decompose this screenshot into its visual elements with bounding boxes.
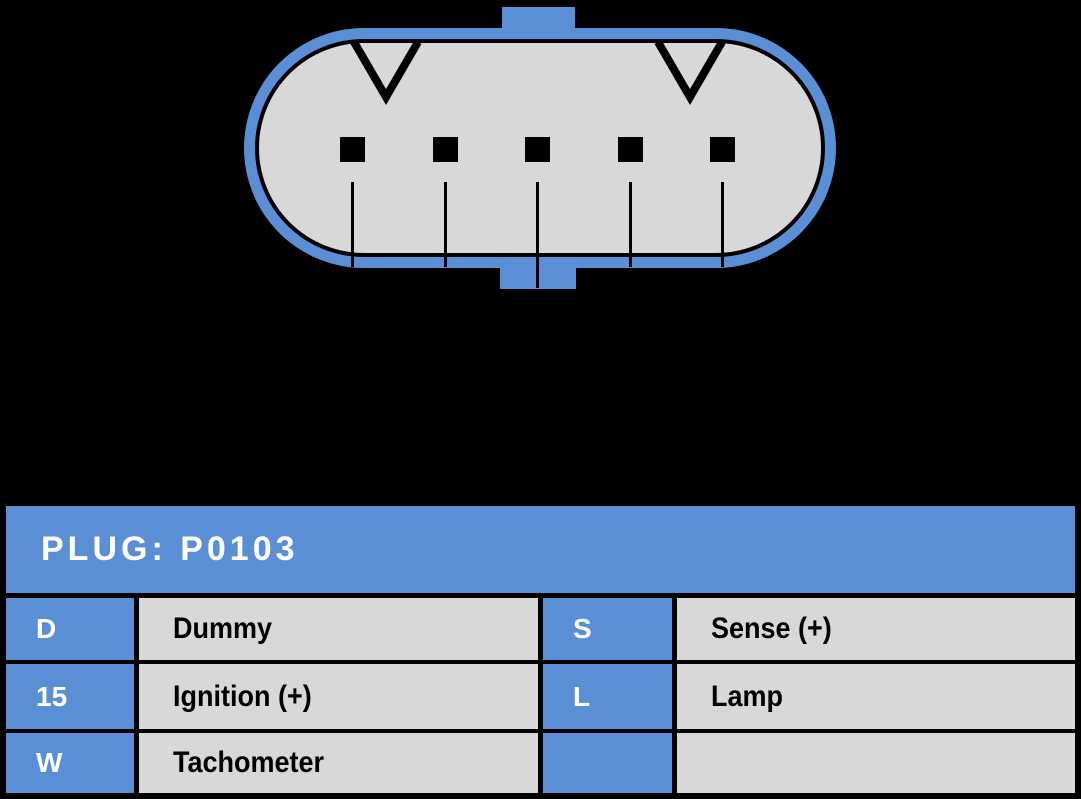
plug-table-body: D Dummy S Sense (+) 15 Ignition (+) bbox=[6, 598, 1075, 793]
pin-value-label: Dummy bbox=[173, 612, 273, 645]
pin-key-cell bbox=[543, 733, 672, 793]
pin-key-label: W bbox=[36, 747, 63, 778]
plug-pinout-table: PLUG: P0103 D Dummy S Sense (+) 15 bbox=[0, 500, 1081, 799]
pin-square bbox=[617, 137, 643, 162]
pin-square bbox=[432, 137, 458, 162]
pin-value-cell: Dummy bbox=[139, 598, 538, 660]
pin-key-cell: D bbox=[6, 598, 134, 660]
pin-wire bbox=[628, 182, 632, 267]
pin-wire bbox=[443, 182, 447, 267]
pin-value-cell bbox=[677, 733, 1075, 793]
pin-key-label: 15 bbox=[36, 680, 68, 712]
pin-square bbox=[525, 137, 550, 162]
pin-value-label: Lamp bbox=[711, 679, 784, 713]
pin-key-cell: 15 bbox=[6, 664, 134, 729]
pin-key-label: D bbox=[36, 613, 57, 644]
plug-table-title-bar: PLUG: P0103 bbox=[6, 506, 1075, 593]
pin-wire bbox=[536, 182, 539, 288]
pin-key-cell: W bbox=[6, 733, 134, 793]
table-row: D Dummy S Sense (+) bbox=[6, 598, 1075, 660]
pin-value-cell: Ignition (+) bbox=[139, 664, 538, 729]
pin-wire bbox=[351, 182, 354, 267]
pin-value-label: Sense (+) bbox=[711, 612, 832, 645]
pin-key-cell: S bbox=[543, 598, 672, 660]
table-row: W Tachometer bbox=[6, 733, 1075, 793]
pin-value-label: Ignition (+) bbox=[173, 679, 312, 713]
pin-square bbox=[340, 137, 365, 162]
pin-key-label: S bbox=[573, 613, 592, 644]
pin-square bbox=[710, 137, 735, 162]
pin-key-cell: L bbox=[543, 664, 672, 729]
pin-value-label: Tachometer bbox=[173, 746, 325, 779]
pin-value-cell: Sense (+) bbox=[677, 598, 1075, 660]
plug-title: PLUG: P0103 bbox=[41, 530, 299, 568]
pin-key-label: L bbox=[573, 680, 591, 712]
pin-wire bbox=[721, 182, 724, 267]
pin-value-cell: Lamp bbox=[677, 664, 1075, 729]
pin-value-cell: Tachometer bbox=[139, 733, 538, 793]
table-row: 15 Ignition (+) L Lamp bbox=[6, 664, 1075, 729]
